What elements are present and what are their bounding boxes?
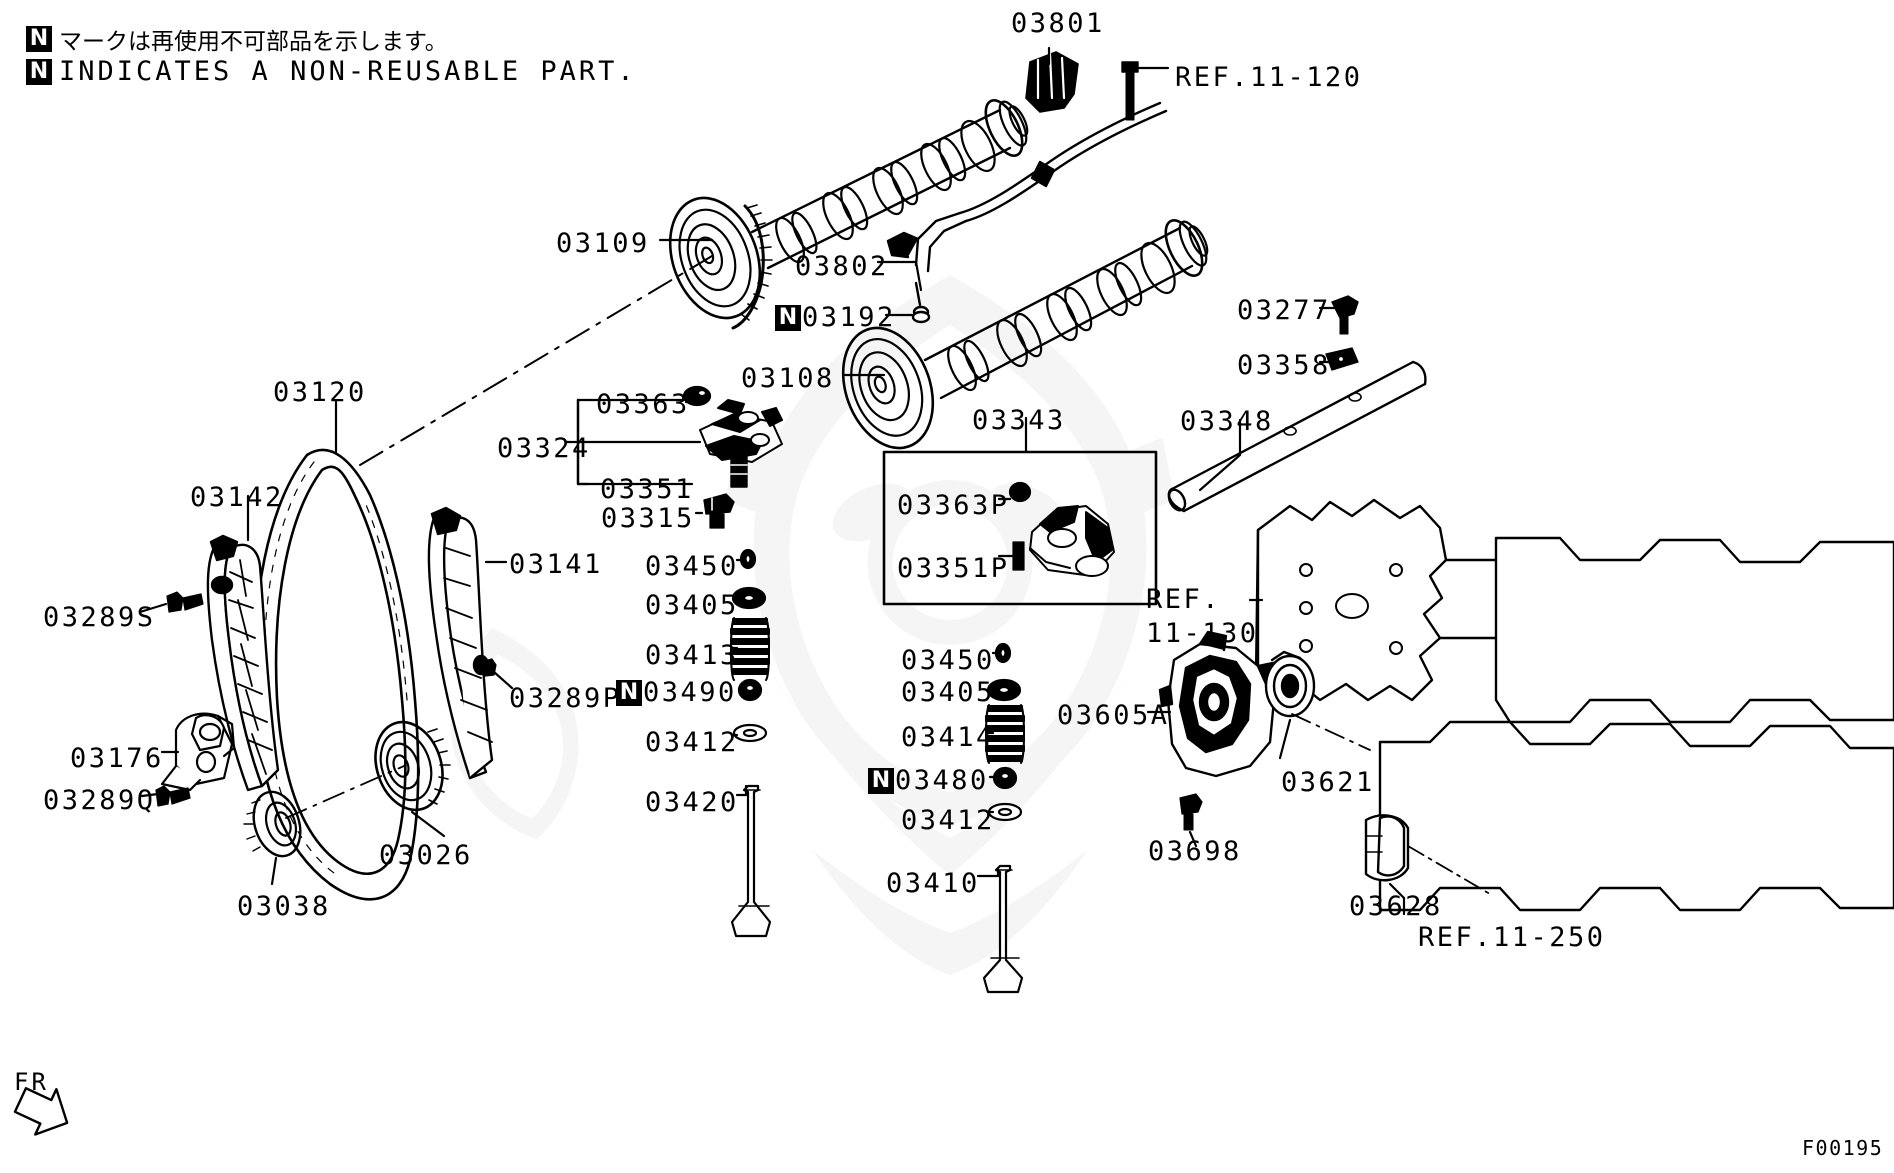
part-label-03351[interactable]: 03351 bbox=[600, 474, 694, 505]
part-label-03289S[interactable]: 03289S bbox=[43, 602, 156, 633]
oil-seal-03038 bbox=[243, 790, 302, 858]
part-label-ref-11-250[interactable]: REF.11-250 bbox=[1418, 922, 1606, 953]
part-label-03192[interactable]: N 03192 bbox=[775, 302, 896, 333]
legend-jp-text: マークは再使用不可部品を示します。 bbox=[59, 29, 448, 55]
rocker-arm-03343 bbox=[1029, 505, 1115, 577]
part-label-03480[interactable]: N 03480 bbox=[868, 765, 989, 796]
part-label-03450-intake[interactable]: 03450 bbox=[645, 551, 739, 582]
part-03358 bbox=[1325, 347, 1359, 371]
part-03192-oring bbox=[911, 310, 931, 324]
part-03277 bbox=[1331, 295, 1359, 335]
crank-sprocket-03026 bbox=[374, 720, 451, 812]
part-label-03348[interactable]: 03348 bbox=[1180, 406, 1274, 437]
part-label-03289Q[interactable]: 03289Q bbox=[43, 785, 156, 816]
part-03450-intake bbox=[739, 548, 757, 570]
part-label-03120[interactable]: 03120 bbox=[273, 377, 367, 408]
chain-guide-03141 bbox=[427, 506, 494, 780]
part-label-03412-exhaust[interactable]: 03412 bbox=[901, 805, 995, 836]
part-label-03289P[interactable]: 03289P bbox=[509, 683, 622, 714]
part-number: 03480 bbox=[895, 765, 989, 796]
part-03480 bbox=[992, 766, 1018, 790]
part-label-03412-intake[interactable]: 03412 bbox=[645, 727, 739, 758]
ref-line-1: REF. bbox=[1146, 584, 1222, 615]
part-label-03405-exhaust[interactable]: 03405 bbox=[901, 677, 995, 708]
non-reusable-marker-icon: N bbox=[26, 26, 52, 52]
part-label-ref-11-120[interactable]: REF.11-120 bbox=[1175, 62, 1363, 93]
part-03351 bbox=[730, 456, 748, 488]
part-label-03405-intake[interactable]: 03405 bbox=[645, 590, 739, 621]
part-03351P bbox=[1012, 541, 1025, 571]
exhaust-valve-03410 bbox=[982, 864, 1024, 994]
diagram-code: F00195 bbox=[1802, 1136, 1884, 1160]
part-label-03363[interactable]: 03363 bbox=[596, 389, 690, 420]
part-label-03038[interactable]: 03038 bbox=[237, 891, 331, 922]
part-label-03621[interactable]: 03621 bbox=[1281, 767, 1375, 798]
part-03315 bbox=[703, 493, 735, 529]
part-label-03410[interactable]: 03410 bbox=[886, 868, 980, 899]
part-label-03141[interactable]: 03141 bbox=[509, 549, 603, 580]
part-03412-intake bbox=[732, 723, 768, 743]
part-03490 bbox=[737, 678, 763, 702]
oil-pipe-03802 bbox=[886, 101, 1168, 319]
part-03289P bbox=[483, 658, 497, 677]
part-label-03413[interactable]: 03413 bbox=[645, 640, 739, 671]
chain-guide-03142 bbox=[206, 534, 280, 792]
cylinder-head-ref-11-130 bbox=[1254, 498, 1522, 702]
part-label-03108[interactable]: 03108 bbox=[741, 363, 835, 394]
non-reusable-marker-icon: N bbox=[775, 304, 801, 331]
part-03801 bbox=[1025, 51, 1079, 113]
ref-line-2: 11-130 bbox=[1146, 617, 1259, 649]
part-label-03420[interactable]: 03420 bbox=[645, 787, 739, 818]
non-reusable-marker-icon: N bbox=[26, 58, 52, 85]
part-03621 bbox=[1264, 650, 1316, 718]
orientation-label-fr: FR bbox=[14, 1068, 49, 1096]
part-number: 03192 bbox=[802, 302, 896, 333]
bolt-ref-11-120 bbox=[1121, 61, 1139, 121]
part-03289S bbox=[166, 591, 204, 613]
part-03698 bbox=[1179, 793, 1203, 831]
timing-chain-03120 bbox=[252, 448, 420, 901]
part-label-03109[interactable]: 03109 bbox=[556, 228, 650, 259]
part-label-03176[interactable]: 03176 bbox=[70, 743, 164, 774]
legend-row-jp: N マークは再使用不可部品を示します。 bbox=[26, 22, 448, 56]
oil-pump-03605A bbox=[1158, 630, 1286, 778]
legend-en-text: INDICATES A NON-REUSABLE PART. bbox=[59, 56, 637, 87]
rocker-arm-assembly-03324 bbox=[682, 385, 783, 488]
part-label-03358[interactable]: 03358 bbox=[1237, 350, 1331, 381]
tensioner-03176 bbox=[160, 712, 236, 792]
part-03628 bbox=[1364, 814, 1410, 882]
leader-lines bbox=[138, 46, 1406, 916]
camshaft-03109 bbox=[668, 99, 1029, 330]
cylinder-block-ref-11-250 bbox=[1378, 536, 1894, 912]
part-03450-exh bbox=[994, 642, 1012, 664]
part-label-03450-exhaust[interactable]: 03450 bbox=[901, 645, 995, 676]
part-label-03277[interactable]: 03277 bbox=[1237, 295, 1331, 326]
part-label-03628[interactable]: 03628 bbox=[1349, 891, 1443, 922]
part-label-03351P[interactable]: 03351P bbox=[897, 553, 1010, 584]
part-03363P bbox=[1008, 481, 1032, 503]
part-label-03343[interactable]: 03343 bbox=[972, 405, 1066, 436]
part-label-03801[interactable]: 03801 bbox=[1011, 8, 1105, 39]
part-label-03315[interactable]: 03315 bbox=[601, 503, 695, 534]
part-label-03490[interactable]: N 03490 bbox=[616, 677, 737, 708]
part-label-03605A[interactable]: 03605A bbox=[1057, 700, 1170, 731]
part-label-03324[interactable]: 03324 bbox=[497, 433, 591, 464]
non-reusable-marker-icon: N bbox=[868, 767, 894, 794]
rocker-shaft-03348 bbox=[1167, 360, 1427, 513]
part-label-03026[interactable]: 03026 bbox=[379, 840, 473, 871]
non-reusable-marker-icon: N bbox=[616, 679, 642, 706]
part-03289Q bbox=[155, 785, 191, 807]
part-label-ref-11-130[interactable]: REF. 11-130 bbox=[1146, 583, 1259, 651]
part-number: 03490 bbox=[643, 677, 737, 708]
part-label-03802[interactable]: 03802 bbox=[795, 251, 889, 282]
part-label-03142[interactable]: 03142 bbox=[190, 482, 284, 513]
part-label-03414[interactable]: 03414 bbox=[901, 722, 995, 753]
legend-row-en: N INDICATES A NON-REUSABLE PART. bbox=[26, 56, 637, 87]
part-label-03363P[interactable]: 03363P bbox=[897, 490, 1010, 521]
part-label-03698[interactable]: 03698 bbox=[1148, 836, 1242, 867]
